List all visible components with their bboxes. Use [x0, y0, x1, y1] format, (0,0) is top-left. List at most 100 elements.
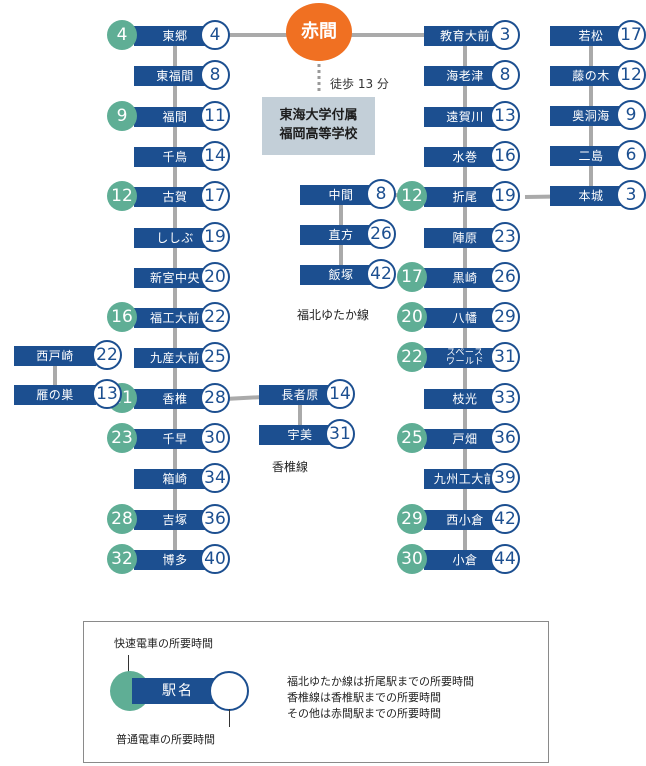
local-time-circle: 22 — [200, 302, 230, 332]
local-time-circle: 16 — [490, 141, 520, 171]
caption-fukuhoku-line: 福北ゆたか線 — [297, 308, 370, 322]
station-name: 博多 — [134, 550, 216, 570]
station-name: 戸畑 — [424, 429, 506, 449]
local-time-circle: 8 — [490, 60, 520, 90]
local-time-circle: 13 — [92, 379, 122, 409]
local-time-circle: 8 — [200, 60, 230, 90]
local-time-circle: 17 — [200, 181, 230, 211]
station-name: 折尾 — [424, 187, 506, 207]
local-time-circle: 3 — [616, 180, 646, 210]
station-name: 箱崎 — [134, 469, 216, 489]
legend-local-circle — [209, 671, 249, 711]
station-name: 小倉 — [424, 550, 506, 570]
local-time-circle: 19 — [200, 222, 230, 252]
station-name: 若松 — [550, 26, 632, 46]
local-time-circle: 19 — [490, 181, 520, 211]
local-time-circle: 12 — [616, 60, 646, 90]
rapid-time-circle: 12 — [107, 181, 137, 211]
local-time-circle: 42 — [490, 504, 520, 534]
station-name: 古賀 — [134, 187, 216, 207]
local-time-circle: 31 — [490, 342, 520, 372]
rapid-time-circle: 23 — [107, 423, 137, 453]
station-name: 吉塚 — [134, 510, 216, 530]
local-time-circle: 14 — [325, 379, 355, 409]
station-name: 飯塚 — [300, 265, 382, 285]
station-name: 奥洞海 — [550, 106, 632, 126]
local-time-circle: 42 — [366, 259, 396, 289]
station-name: 黒崎 — [424, 268, 506, 288]
rapid-time-circle: 4 — [107, 20, 137, 50]
station-name: 教育大前 — [424, 26, 506, 46]
station-name: 福工大前 — [134, 308, 216, 328]
station-name: 遠賀川 — [424, 107, 506, 127]
legend-note-kashii: 香椎線は香椎駅までの所要時間 — [287, 691, 441, 704]
station-name: 西小倉 — [424, 510, 506, 530]
rapid-time-circle: 28 — [107, 504, 137, 534]
local-time-circle: 26 — [490, 262, 520, 292]
rapid-time-circle: 30 — [397, 544, 427, 574]
local-time-circle: 14 — [200, 141, 230, 171]
station-name: 八幡 — [424, 308, 506, 328]
legend-local-label: 普通電車の所要時間 — [116, 733, 215, 746]
rapid-time-circle: 17 — [397, 262, 427, 292]
station-name: 新宮中央 — [134, 268, 216, 288]
legend-station-bar: 駅名 — [132, 678, 224, 704]
station-name: 香椎 — [134, 389, 216, 409]
school-name-box: 東海大学付属 福岡高等学校 — [262, 97, 375, 155]
local-time-circle: 22 — [92, 340, 122, 370]
station-name: 福間 — [134, 107, 216, 127]
legend-note-other: その他は赤間駅までの所要時間 — [287, 707, 441, 720]
rapid-time-circle: 32 — [107, 544, 137, 574]
station-name: スペースワールド — [424, 348, 506, 368]
local-time-circle: 8 — [366, 179, 396, 209]
station-name: 枝光 — [424, 389, 506, 409]
station-name: 千早 — [134, 429, 216, 449]
school-name-line1: 東海大学付属 — [279, 108, 358, 123]
station-name: 直方 — [300, 225, 382, 245]
station-name-part: ワールド — [445, 357, 484, 367]
hub-station-akama[interactable]: 赤間 — [286, 3, 352, 61]
station-name: 九産大前 — [134, 348, 216, 368]
station-name: 西戸崎 — [14, 346, 96, 366]
